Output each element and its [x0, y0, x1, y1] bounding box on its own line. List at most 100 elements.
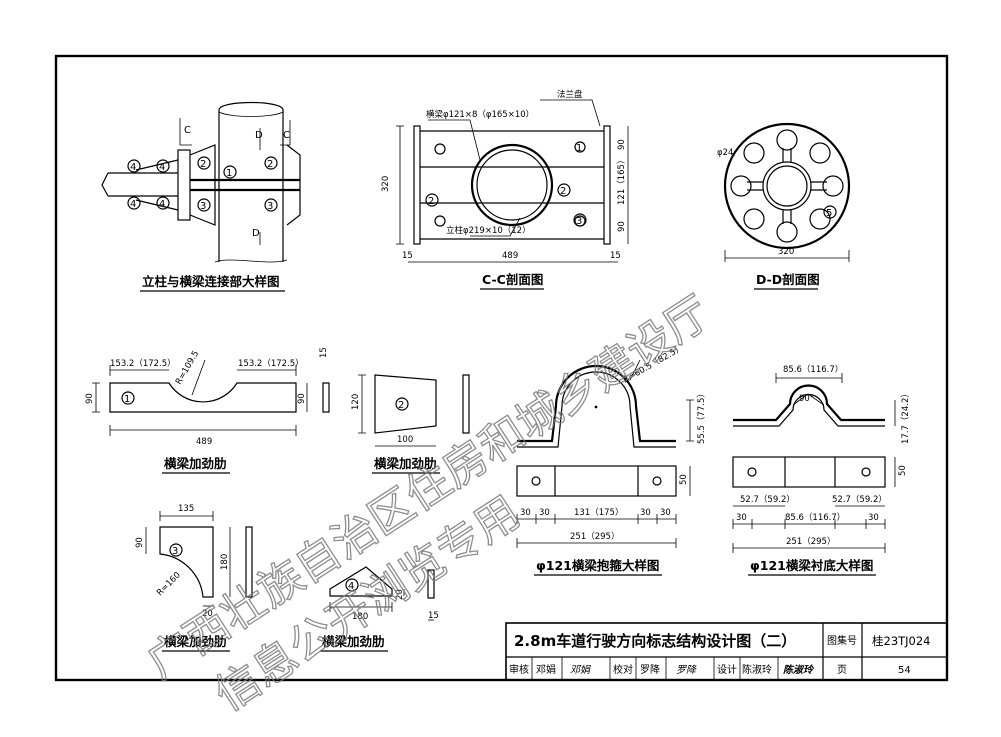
checker-signature: 罗降 — [676, 664, 697, 676]
rib4-caption: 横梁加劲肋 — [322, 634, 385, 649]
joint-callout-3b: 3 — [267, 201, 273, 212]
checker-name: 罗降 — [640, 663, 660, 676]
dd-hole-label: φ24 — [717, 148, 733, 158]
review-label: 审核 — [509, 663, 529, 676]
joint-callout-4d: 4 — [159, 199, 165, 210]
joint-caption: 立柱与横梁连接部大样图 — [142, 274, 280, 289]
drawing-title: 2.8m车道行驶方向标志结构设计图（二） — [514, 632, 796, 650]
cc-dim-90b: 90 — [617, 221, 627, 232]
rib2-dim-100: 100 — [397, 435, 413, 445]
cc-dim-320: 320 — [381, 176, 391, 192]
liner-dim-50: 50 — [898, 465, 908, 476]
joint-callout-4b: 4 — [130, 199, 136, 210]
liner-dim-85: 85.6（116.7） — [785, 512, 845, 523]
liner-dim-s2: 52.7（59.2） — [832, 494, 887, 505]
liner-dim-30a: 30 — [736, 513, 747, 523]
rib4-dim-20: 20 — [395, 589, 405, 600]
joint-d2: D — [252, 228, 260, 239]
rib1-callout-1: 1 — [124, 394, 130, 405]
page-number: 54 — [898, 665, 911, 676]
hoop-dim-251: 251（295） — [570, 531, 619, 542]
designer-signature: 陈淑玲 — [783, 664, 815, 676]
cc-caption: C-C剖面图 — [482, 272, 543, 287]
rib1-dim-15: 15 — [319, 347, 329, 358]
joint-detail-view: C D C D 4 4 4 4 2 3 1 2 3 立柱与横梁连接部大样图 — [101, 101, 301, 292]
joint-callout-2a: 2 — [200, 159, 206, 170]
liner-view: 85.6（116.7） 90° 17.7（24.2） 50 52.7（59.2）… — [732, 364, 911, 576]
cc-dim-489: 489 — [502, 251, 518, 261]
check-label: 校对 — [613, 663, 633, 676]
cc-beam-label: 横梁φ121×8（φ165×10） — [426, 109, 534, 120]
cc-section-view: 2 2 3 1 法兰盘 横梁φ121×8（φ165×10） 立柱φ219×10（… — [381, 89, 629, 290]
atlas-label: 图集号 — [827, 634, 857, 647]
liner-dim-251: 251（295） — [786, 536, 835, 547]
rib1-dim-90b: 90 — [297, 393, 307, 404]
cc-dim-121: 121（165） — [616, 156, 627, 205]
liner-caption: φ121横梁衬底大样图 — [750, 558, 873, 573]
dd-section-view: φ24 5 320 D-D剖面图 — [717, 122, 851, 290]
rib1-dim-489: 489 — [196, 437, 212, 447]
cc-callout-2b: 2 — [560, 186, 566, 197]
reviewer-name: 邓娟 — [536, 663, 556, 676]
hoop-caption: φ121横梁抱箍大样图 — [536, 558, 659, 573]
dd-dim-320: 320 — [778, 247, 794, 257]
cc-dim-15a: 15 — [402, 251, 413, 261]
design-label: 设计 — [717, 663, 737, 676]
liner-dim-w: 85.6（116.7） — [783, 364, 843, 375]
rib2-dim-120: 120 — [351, 394, 361, 410]
rib1-view: 1 153.2（172.5） 153.2（172.5） R=109.5 90 9… — [85, 347, 330, 474]
title-block: 2.8m车道行驶方向标志结构设计图（二） 图集号 桂23TJ024 审核 邓娟 … — [505, 622, 948, 681]
hoop-dim-30c: 30 — [640, 508, 651, 518]
joint-callout-1: 1 — [226, 168, 232, 179]
joint-d1: D — [255, 130, 263, 141]
watermark-line-1: 广西壮族自治区住房和城乡建设厅 — [138, 287, 719, 689]
cc-dim-15b: 15 — [610, 251, 621, 261]
rib2-caption: 横梁加劲肋 — [374, 456, 437, 471]
cc-flange-label: 法兰盘 — [557, 89, 583, 100]
hoop-dim-30a: 30 — [520, 508, 531, 518]
atlas-number: 桂23TJ024 — [872, 634, 931, 648]
rib3-dim-20: 20 — [202, 609, 213, 619]
designer-name: 陈淑玲 — [742, 663, 772, 676]
cc-callout-1a: 1 — [576, 143, 582, 154]
cc-dim-90a: 90 — [617, 139, 627, 150]
rib4-view: 4 180 20 15 横梁加劲肋 — [320, 566, 439, 652]
dd-callout-5: 5 — [826, 208, 832, 219]
rib4-callout-4: 4 — [348, 581, 354, 592]
liner-dim-h: 17.7（24.2） — [900, 389, 911, 444]
hoop-dim-131: 131（175） — [574, 507, 623, 518]
rib1-dim-l1: 153.2（172.5） — [110, 358, 176, 369]
joint-callout-4a: 4 — [130, 162, 136, 173]
cc-callout-3: 3 — [576, 216, 582, 227]
joint-callout-4c: 4 — [159, 162, 165, 173]
liner-dim-ang: 90° — [799, 394, 814, 404]
rib4-dim-15: 15 — [428, 611, 439, 621]
rib4-dim-180: 180 — [352, 612, 368, 622]
rib2-view: 2 120 100 横梁加劲肋 — [351, 374, 470, 474]
rib3-dim-135: 135 — [178, 504, 194, 514]
rib1-dim-90a: 90 — [85, 393, 95, 404]
reviewer-signature: 邓娟 — [570, 664, 591, 676]
joint-c1: C — [184, 125, 191, 136]
page-label: 页 — [837, 664, 847, 676]
hoop-dim-h: 55.5（77.5） — [696, 389, 707, 444]
rib3-callout-3: 3 — [172, 546, 178, 557]
rib1-caption: 横梁加劲肋 — [164, 456, 227, 471]
dd-caption: D-D剖面图 — [756, 272, 820, 287]
joint-callout-3a: 3 — [200, 201, 206, 212]
cc-callout-2a: 2 — [428, 196, 434, 207]
watermark: 广西壮族自治区住房和城乡建设厅 信息公开浏览专用 — [138, 286, 721, 722]
liner-dim-30b: 30 — [868, 513, 879, 523]
rib3-dim-90: 90 — [135, 537, 145, 548]
sheet-frame — [54, 54, 949, 682]
rib3-dim-r160: R=160 — [155, 570, 183, 598]
rib2-callout-2: 2 — [398, 400, 404, 411]
hoop-dim-50: 50 — [679, 474, 689, 485]
rib3-dim-180: 180 — [220, 554, 230, 570]
rib1-dim-l2: 153.2（172.5） — [238, 358, 304, 369]
cc-post-label: 立柱φ219×10（12） — [446, 225, 531, 236]
joint-callout-2b: 2 — [267, 159, 273, 170]
hoop-dim-30b: 30 — [539, 508, 550, 518]
liner-dim-s1: 52.7（59.2） — [740, 494, 795, 505]
